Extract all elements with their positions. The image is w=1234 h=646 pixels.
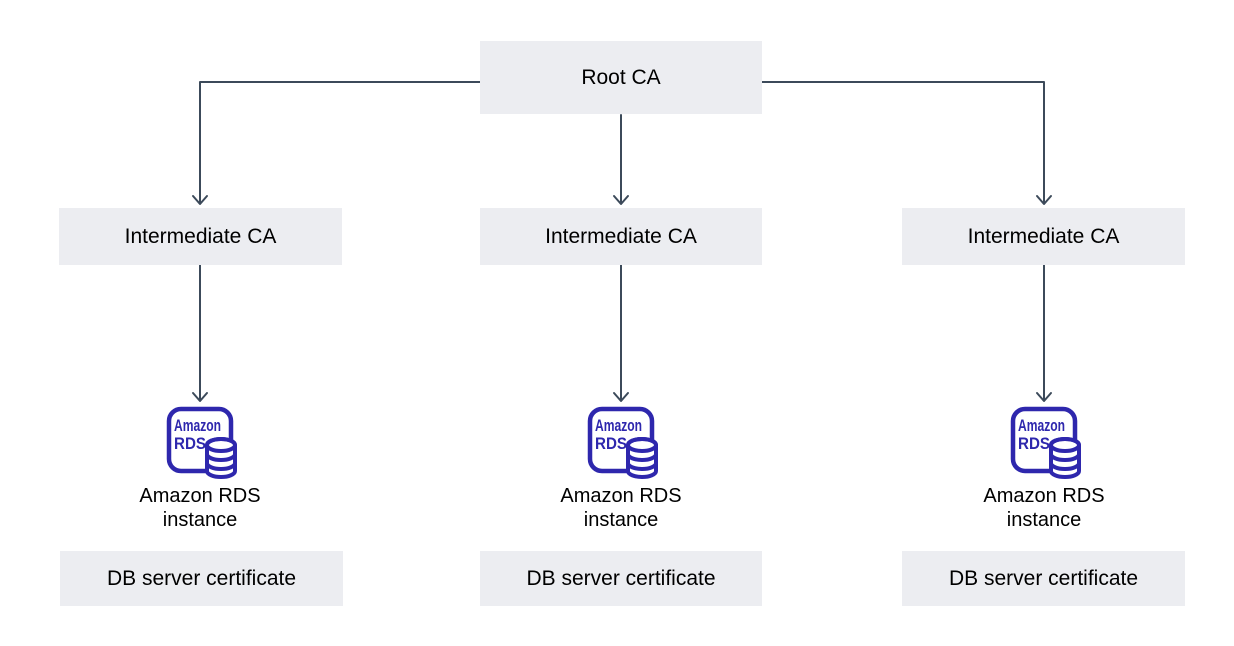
intermediate-ca-node-2: Intermediate CA [480, 208, 762, 265]
rds-instance-label-2: Amazon RDS instance [511, 484, 731, 532]
intermediate-ca-node-1: Intermediate CA [59, 208, 342, 265]
db-server-certificate-label: DB server certificate [106, 567, 297, 590]
arrowhead-root-to-intermediate-1 [192, 195, 208, 205]
root-ca-label: Root CA [581, 66, 661, 89]
rds-icon-text-line1: Amazon [174, 416, 221, 435]
arrowhead-intermediate-1-to-rds [192, 392, 208, 402]
amazon-rds-icon: Amazon RDS [1010, 406, 1081, 479]
arrow-root-to-intermediate-1 [199, 81, 481, 204]
rds-icon-text-line2: RDS [174, 434, 206, 453]
rds-instance-label-line2: instance [1006, 509, 1082, 531]
arrowhead-intermediate-2-to-rds [613, 392, 629, 402]
rds-instance-label-line1: Amazon RDS [139, 485, 261, 507]
rds-icon-text-line1: Amazon [1018, 416, 1065, 435]
rds-icon-text-line2: RDS [1018, 434, 1050, 453]
arrowhead-root-to-intermediate-2 [613, 195, 629, 205]
intermediate-ca-label: Intermediate CA [967, 225, 1120, 248]
rds-icon-text-line1: Amazon [595, 416, 642, 435]
arrowhead-root-to-intermediate-3 [1036, 195, 1052, 205]
root-ca-node: Root CA [480, 41, 762, 114]
intermediate-ca-label: Intermediate CA [124, 225, 277, 248]
arrowhead-intermediate-3-to-rds [1036, 392, 1052, 402]
db-server-certificate-label: DB server certificate [526, 567, 716, 590]
db-server-certificate-label: DB server certificate [948, 567, 1139, 590]
arrow-root-to-intermediate-3 [761, 81, 1045, 204]
db-server-certificate-node-3: DB server certificate [902, 551, 1185, 606]
rds-icon-text-line2: RDS [595, 434, 627, 453]
rds-instance-label-line1: Amazon RDS [560, 485, 682, 507]
intermediate-ca-node-3: Intermediate CA [902, 208, 1185, 265]
amazon-rds-icon: Amazon RDS [587, 406, 658, 479]
rds-instance-label-line2: instance [583, 509, 659, 531]
db-server-certificate-node-1: DB server certificate [60, 551, 343, 606]
rds-instance-label-1: Amazon RDS instance [90, 484, 310, 532]
intermediate-ca-label: Intermediate CA [545, 225, 697, 248]
rds-instance-label-line2: instance [162, 509, 238, 531]
rds-instance-label-line1: Amazon RDS [983, 485, 1105, 507]
amazon-rds-icon: Amazon RDS [166, 406, 237, 479]
rds-instance-label-3: Amazon RDS instance [934, 484, 1154, 532]
db-server-certificate-node-2: DB server certificate [480, 551, 762, 606]
